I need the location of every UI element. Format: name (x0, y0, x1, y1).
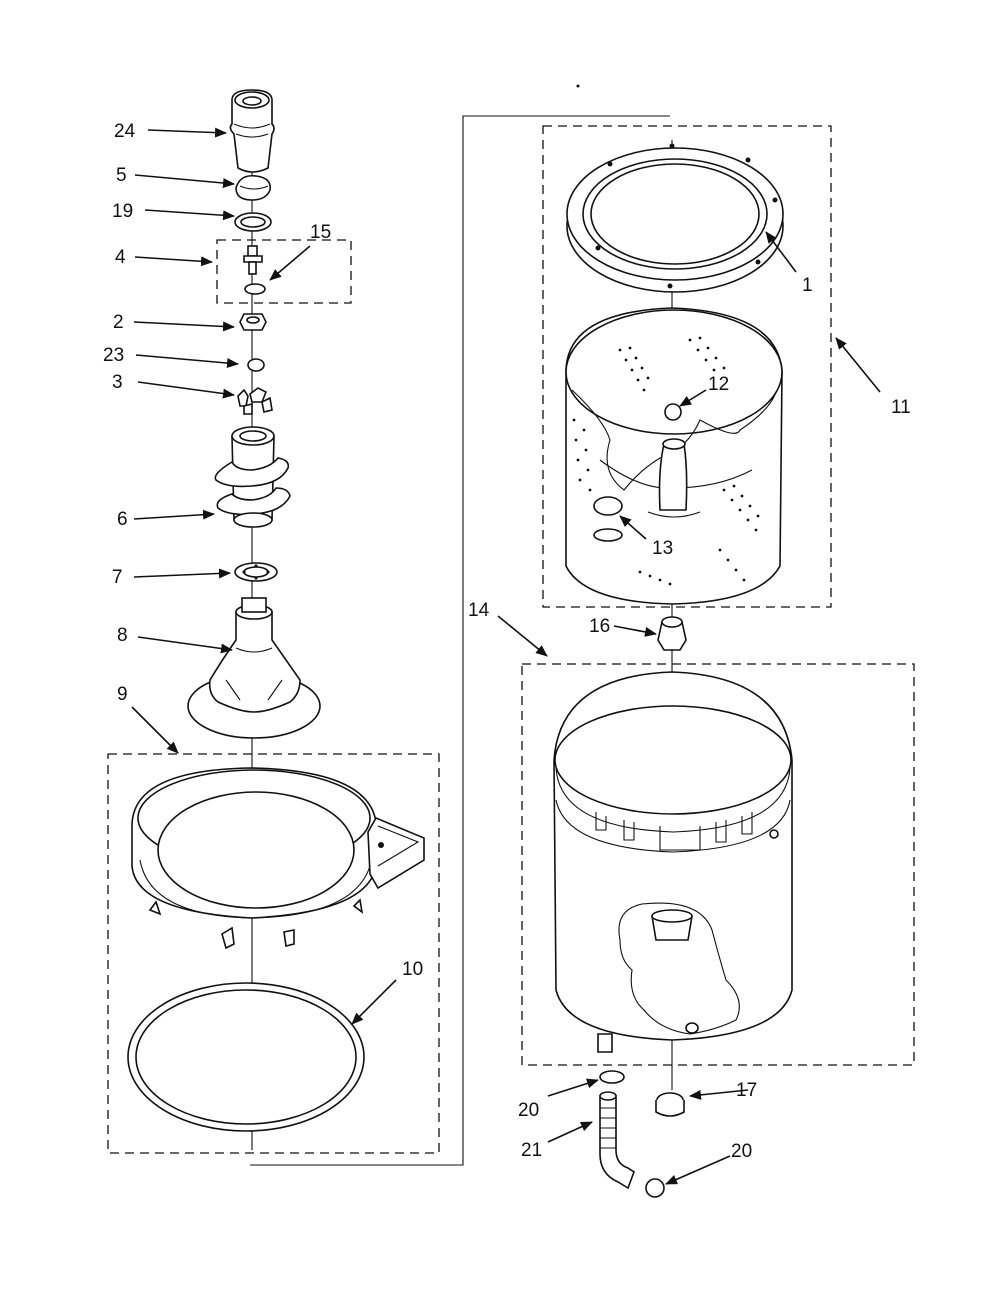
callout-5: 5 (116, 165, 127, 186)
hose-clamp-upper (599, 1070, 625, 1084)
part-11-group-box (542, 125, 832, 608)
callout-24: 24 (114, 121, 136, 142)
nut (239, 313, 267, 331)
callout-17: 17 (736, 1080, 757, 1101)
connection-line (250, 115, 670, 1166)
callout-8: 8 (117, 625, 128, 646)
callout-13: 13 (652, 538, 673, 559)
callout-14: 14 (468, 600, 490, 621)
callout-20-upper: 20 (518, 1100, 539, 1121)
callout-9: 9 (117, 684, 128, 705)
bolt-assembly (243, 245, 263, 275)
callout-7: 7 (112, 567, 123, 588)
callout-21: 21 (521, 1140, 542, 1161)
callout-15: 15 (310, 222, 331, 243)
washer-15 (244, 283, 266, 295)
hose-clamp-lower (645, 1178, 665, 1198)
o-ring (234, 212, 272, 232)
outer-tub (553, 671, 793, 1053)
retaining-ring (247, 358, 265, 372)
leader-arrows (131, 127, 881, 1185)
callout-1: 1 (802, 275, 813, 296)
drain-plug (655, 1092, 685, 1117)
callout-11: 11 (891, 397, 911, 418)
callout-16: 16 (589, 616, 610, 637)
part-9-group-box (107, 753, 440, 1154)
drain-hose (599, 1091, 635, 1190)
cap-seal (235, 174, 272, 201)
tub-ring (131, 767, 425, 950)
callout-10: 10 (402, 959, 423, 980)
spin-basket (565, 307, 783, 605)
balance-ring (566, 143, 784, 293)
callout-4: 4 (115, 247, 126, 268)
callout-6: 6 (117, 509, 128, 530)
auger (214, 426, 291, 528)
gasket-ring (127, 982, 365, 1132)
agitator-dogs (237, 387, 273, 415)
agitator-cap (229, 89, 275, 173)
part-14-group-box (521, 663, 915, 1066)
callout-19: 19 (112, 201, 133, 222)
agitator-base (187, 597, 321, 739)
stray-dot (576, 84, 580, 88)
callout-20-lower: 20 (731, 1141, 752, 1162)
callout-12: 12 (708, 374, 729, 395)
callout-2: 2 (113, 312, 124, 333)
callout-3: 3 (112, 372, 123, 393)
drive-coupling (657, 616, 687, 651)
callout-23: 23 (103, 345, 124, 366)
part-4-group-box (216, 239, 352, 304)
bearing-ring (234, 562, 278, 582)
